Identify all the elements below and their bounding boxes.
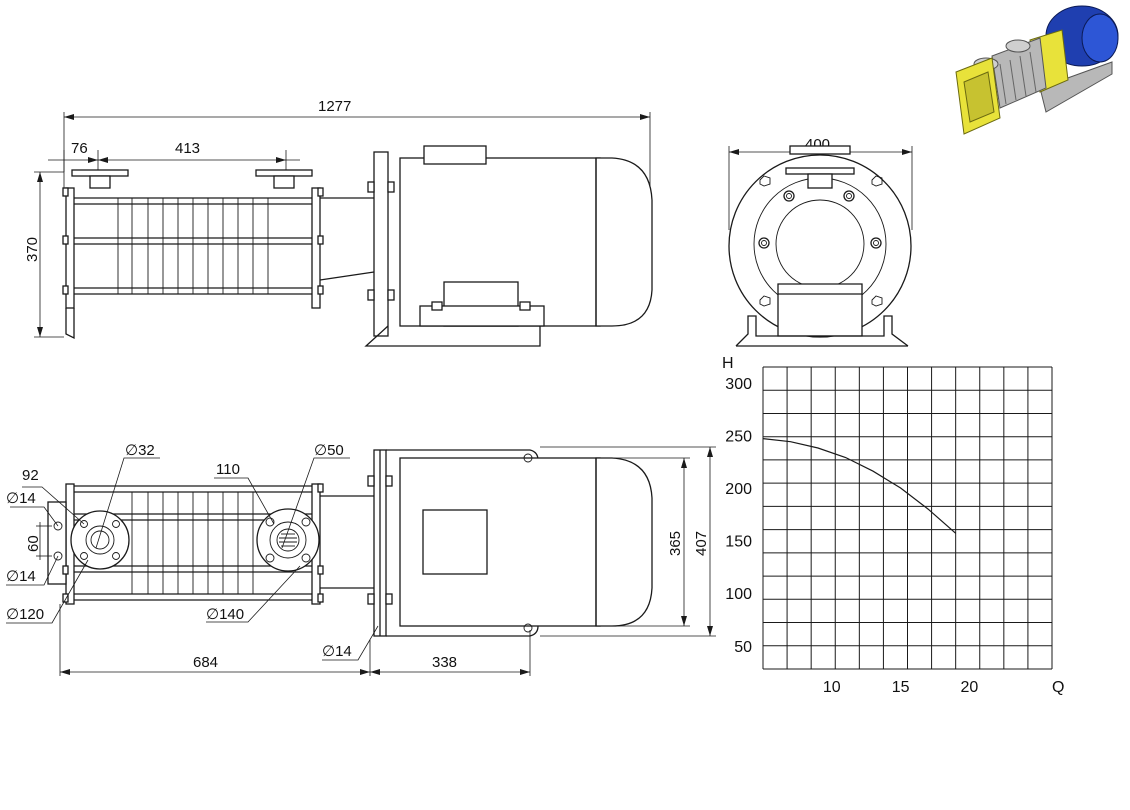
tie-bolts-front bbox=[62, 187, 324, 295]
y-tick-label: 100 bbox=[725, 586, 752, 603]
dim-foot-spacing: 365 bbox=[667, 531, 684, 556]
dim-bolt-hole-left-top: ∅14 bbox=[6, 490, 36, 507]
y-tick-label: 300 bbox=[725, 376, 752, 393]
dim-height: 370 bbox=[24, 237, 41, 262]
stage-fins-front bbox=[117, 198, 269, 294]
dim-flange-spacing: 413 bbox=[175, 140, 200, 157]
dim-base-width: 407 bbox=[693, 531, 710, 556]
dim-flange-offset: 76 bbox=[71, 140, 88, 157]
dim-outlet-bore: ∅50 bbox=[314, 442, 344, 459]
x-tick-label: 10 bbox=[823, 679, 841, 696]
top-view: 684 338 365 407 ∅14 92 60 ∅14 ∅120 ∅32 1… bbox=[6, 442, 716, 676]
dim-inlet-bore: ∅32 bbox=[125, 442, 155, 459]
y-tick-label: 50 bbox=[734, 639, 752, 656]
dim-bolt-hole-left-bottom: ∅14 bbox=[6, 568, 36, 585]
x-axis-label: Q bbox=[1052, 679, 1064, 696]
dim-mount-hole: ∅14 bbox=[322, 643, 352, 660]
dim-pump-length: 684 bbox=[193, 654, 218, 671]
dim-motor-foot: 338 bbox=[432, 654, 457, 671]
y-tick-label: 200 bbox=[725, 481, 752, 498]
y-axis-label: H bbox=[722, 355, 734, 372]
x-tick-label: 15 bbox=[892, 679, 910, 696]
performance-chart: H Q 50 100 150 200 250 300 10 15 20 bbox=[722, 355, 1064, 696]
dim-outlet-flange-bolt: 110 bbox=[216, 461, 240, 478]
dim-overall-length: 1277 bbox=[318, 98, 351, 115]
dim-flange-outer-left: ∅120 bbox=[6, 606, 44, 623]
end-view: 400 bbox=[728, 136, 913, 347]
pump-3d-render bbox=[955, 5, 1119, 135]
dim-bolt-spacing: 92 bbox=[22, 467, 39, 484]
dim-slot-height: 60 bbox=[25, 535, 42, 552]
dim-flange-outer-right: ∅140 bbox=[206, 606, 244, 623]
y-tick-label: 250 bbox=[725, 428, 752, 445]
performance-curve bbox=[762, 438, 957, 534]
front-view: 1277 76 413 370 bbox=[24, 98, 653, 347]
y-tick-label: 150 bbox=[725, 534, 752, 551]
x-tick-label: 20 bbox=[961, 679, 979, 696]
stage-fins-top bbox=[131, 492, 254, 594]
